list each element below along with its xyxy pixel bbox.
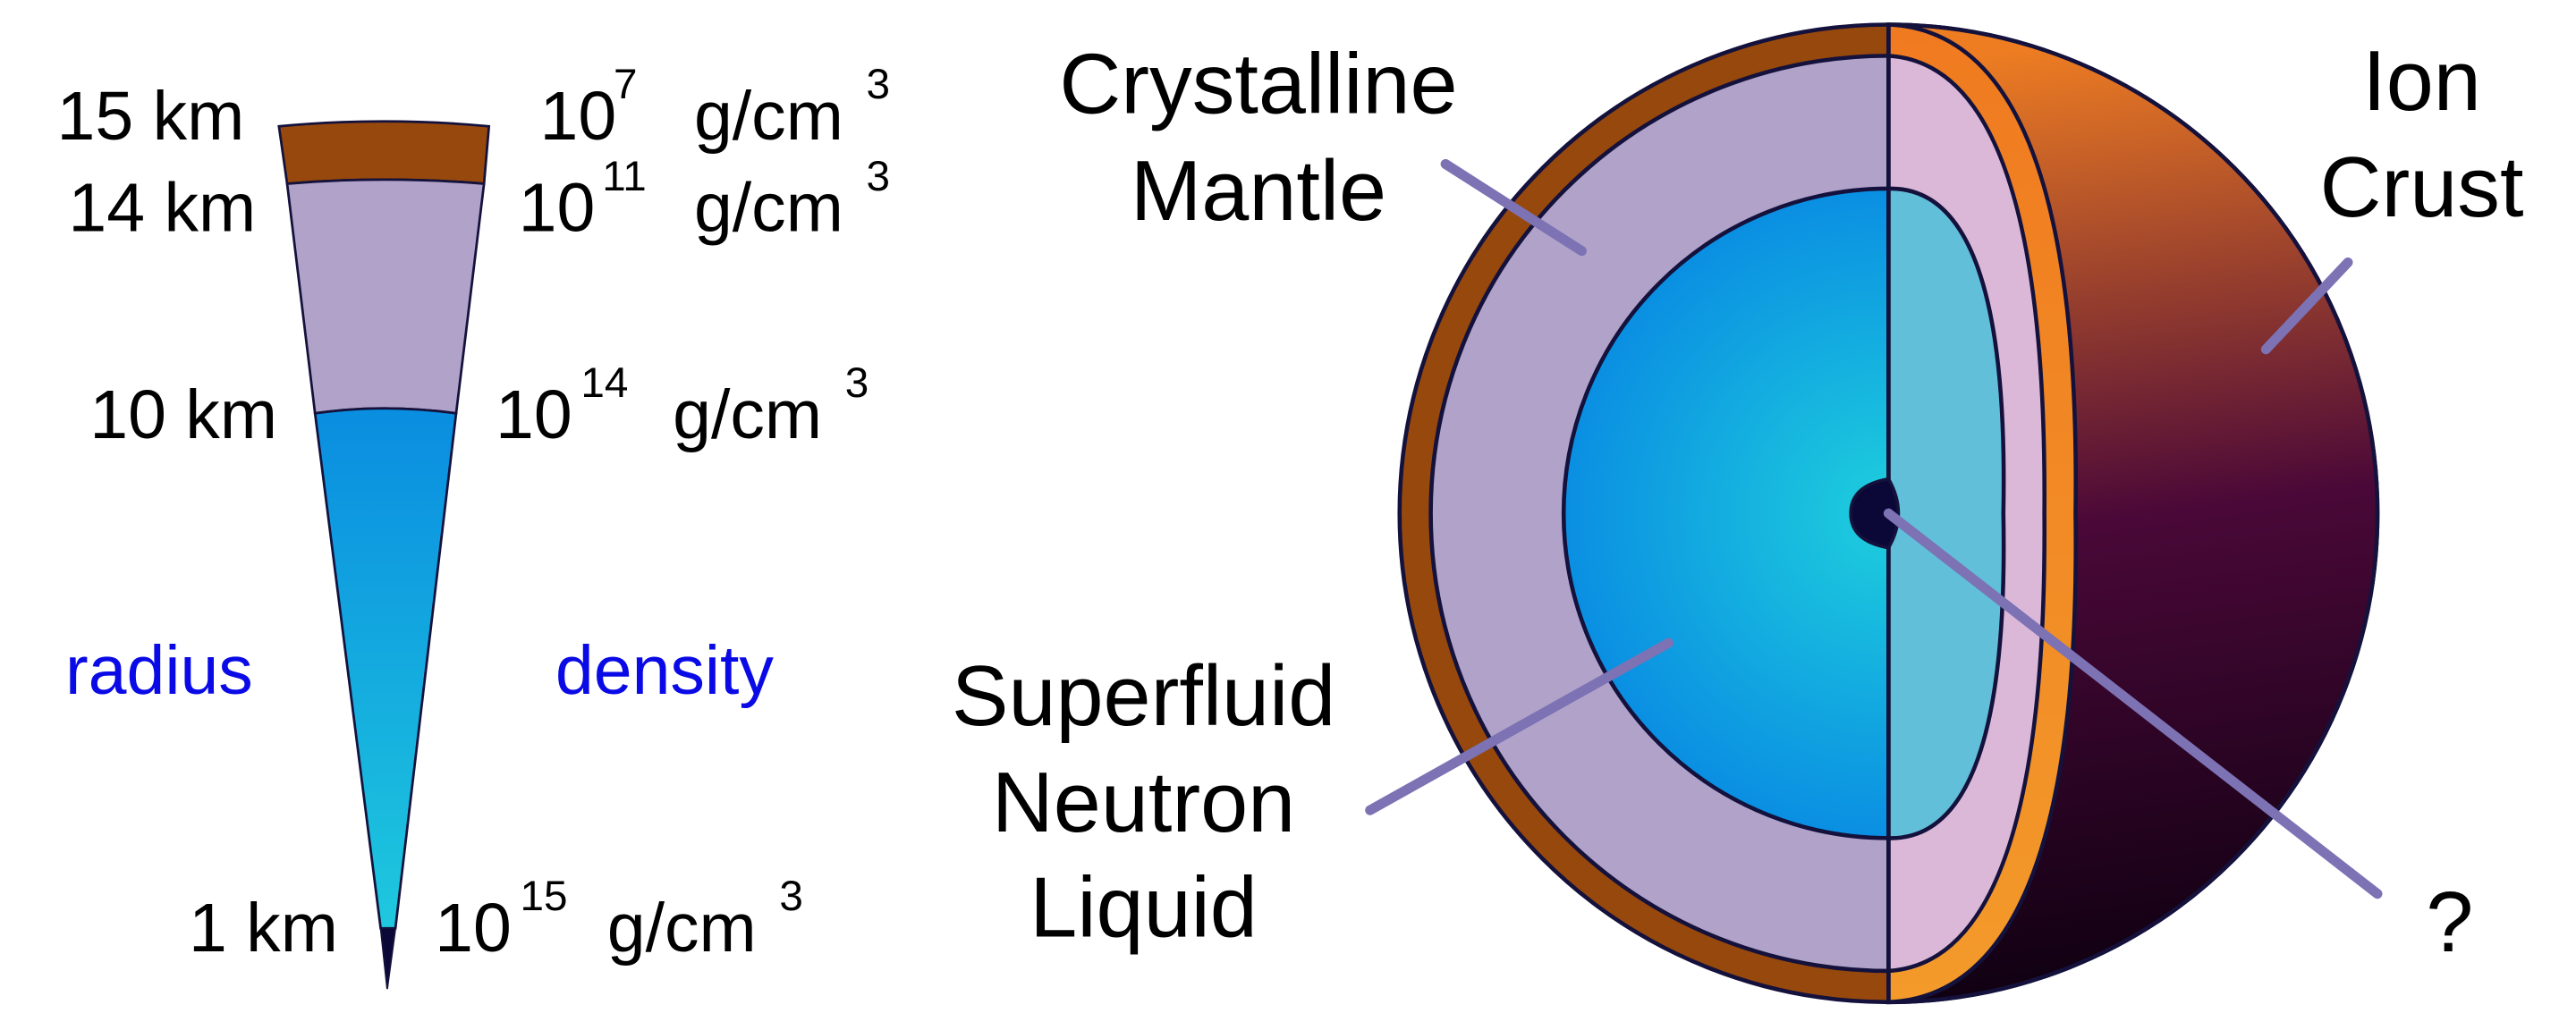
density-label-1e7: 10 7 g/cm 3 <box>540 61 891 155</box>
svg-text:10: 10 <box>540 78 617 155</box>
radius-label-1km: 1 km <box>189 890 338 967</box>
label-crust: Crust <box>2320 140 2524 235</box>
leader-lines <box>1365 158 2383 899</box>
density-heading: density <box>555 632 775 709</box>
label-ion: Ion <box>2362 34 2481 129</box>
svg-text:g/cm: g/cm <box>673 376 822 453</box>
svg-text:11: 11 <box>602 153 647 200</box>
liquid-leader-line <box>1365 637 1674 815</box>
label-liquid: Liquid <box>1030 860 1258 955</box>
mantle-leader-line <box>1440 158 1587 257</box>
svg-text:g/cm: g/cm <box>607 890 757 967</box>
wedge-mantle-band <box>285 178 486 415</box>
density-label-1e14: 10 14 g/cm 3 <box>496 359 869 453</box>
svg-text:3: 3 <box>845 359 869 407</box>
svg-text:g/cm: g/cm <box>694 170 843 247</box>
radius-label-14km: 14 km <box>68 170 256 247</box>
wedge-cross-section <box>277 120 491 990</box>
svg-text:10: 10 <box>496 376 572 453</box>
svg-text:10: 10 <box>519 170 596 247</box>
density-labels: 10 7 g/cm 3 10 11 g/cm 3 10 14 g/cm 3 10… <box>435 61 890 967</box>
radius-heading: radius <box>65 632 253 709</box>
label-mantle: Mantle <box>1131 144 1386 239</box>
label-neutron: Neutron <box>992 756 1295 850</box>
density-label-1e15: 10 15 g/cm 3 <box>435 873 803 967</box>
crust-leader-line <box>2260 258 2353 355</box>
sphere-labels: Crystalline Mantle Ion Crust Superfluid … <box>952 34 2524 970</box>
svg-text:14: 14 <box>580 359 628 407</box>
svg-text:7: 7 <box>614 61 638 108</box>
label-core-unknown: ? <box>2426 875 2473 970</box>
wedge-liquid-band <box>313 407 458 930</box>
core-leader-line <box>1883 508 2383 899</box>
radius-label-15km: 15 km <box>57 78 245 155</box>
cut-liquid-face <box>1886 186 2006 840</box>
svg-text:3: 3 <box>867 153 891 200</box>
label-superfluid: Superfluid <box>952 649 1335 744</box>
svg-text:10: 10 <box>435 890 512 967</box>
svg-text:3: 3 <box>779 873 803 920</box>
density-label-1e11: 10 11 g/cm 3 <box>519 153 890 247</box>
svg-text:15: 15 <box>521 873 568 920</box>
wedge-crust-band <box>277 120 491 185</box>
sphere-core <box>1849 477 1901 550</box>
svg-text:g/cm: g/cm <box>694 78 843 155</box>
wedge-core-tip <box>379 927 397 990</box>
svg-text:3: 3 <box>867 61 891 108</box>
radius-label-10km: 10 km <box>89 376 277 453</box>
label-crystalline: Crystalline <box>1059 38 1457 132</box>
radius-labels: 15 km 14 km 10 km 1 km <box>57 78 338 967</box>
